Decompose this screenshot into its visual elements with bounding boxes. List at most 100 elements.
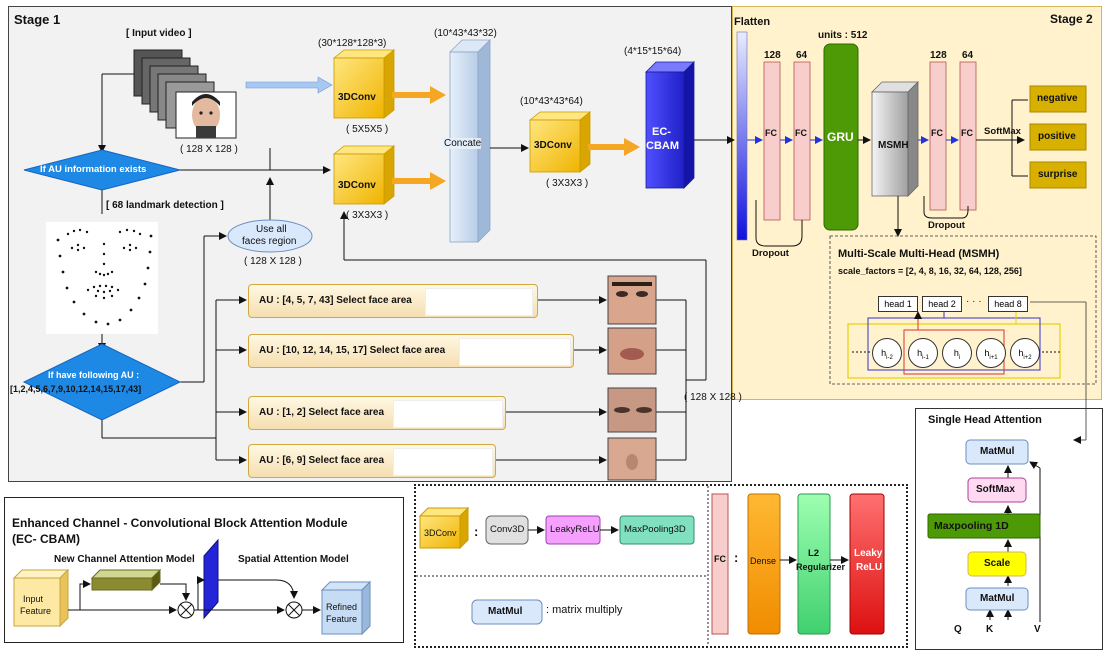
conv-mid-label: 3DConv	[534, 140, 572, 151]
node-1-base: h	[881, 348, 887, 358]
decision2-line2: [1,2,4,5,6,7,9,10,12,14,15,17,43]	[10, 384, 142, 394]
input-video-label: [ Input video ]	[126, 28, 192, 39]
ecbam-channel-label: New Channel Attention Model	[54, 554, 195, 565]
conv-mid-block	[528, 111, 592, 173]
ecbam-input-1: Input	[23, 594, 44, 604]
au-row-1-landmarks	[425, 288, 533, 316]
legend-dense: Dense	[750, 556, 777, 566]
node-h-i-plus-2: hi+2	[1010, 338, 1040, 368]
head-1-label: head 1	[884, 299, 912, 309]
au-row-4: AU : [6, 9] Select face area	[248, 444, 496, 478]
node-h-i-plus-1: hi+1	[976, 338, 1006, 368]
node-2-base: h	[917, 348, 923, 358]
input-video-frames	[133, 49, 237, 139]
sha-blocks	[927, 439, 1041, 611]
head-2-label: head 2	[928, 299, 956, 309]
landmark-label: [ 68 landmark detection ]	[106, 200, 224, 211]
sha-title: Single Head Attention	[928, 414, 1042, 426]
fc4-label: FC	[961, 128, 973, 138]
legend-colon-2: :	[734, 550, 739, 565]
msmh-scale: scale_factors = [2, 4, 8, 16, 32, 64, 12…	[838, 266, 1022, 276]
ecbam-block	[645, 61, 695, 189]
au-row-4-landmarks	[393, 448, 493, 476]
legend-leaky2-1: Leaky	[854, 548, 883, 559]
sha-k: K	[986, 624, 994, 635]
conv-top-label: 3DConv	[338, 92, 376, 103]
use-all-ellipse	[227, 219, 313, 253]
fc1-bar	[763, 61, 781, 221]
flatten-bar	[736, 31, 748, 241]
ecbam-input-2: Feature	[20, 606, 52, 616]
legend-leaky: LeakyReLU	[550, 524, 600, 535]
gru-units: units : 512	[818, 30, 868, 41]
legend-fc: FC	[714, 554, 726, 564]
sha-matmul-bottom: MatMul	[980, 593, 1015, 604]
conv-bottom-kernel: ( 3X3X3 )	[346, 210, 389, 221]
conv-mid-kernel: ( 3X3X3 )	[546, 178, 589, 189]
face-crops	[607, 275, 657, 481]
concat-dims: (10*43*43*32)	[434, 28, 497, 39]
ecbam-line2: CBAM	[646, 140, 679, 152]
legend-conv3d: Conv3D	[490, 524, 525, 535]
node-2-sub: i-1	[922, 354, 929, 361]
dropout-1: Dropout	[752, 248, 789, 259]
node-h-i: hi	[942, 338, 972, 368]
fc3-bar	[929, 61, 947, 211]
conv-top-block	[332, 49, 396, 119]
conv-bottom-block	[332, 145, 396, 205]
fc1-label: FC	[765, 128, 777, 138]
input-size-label: ( 128 X 128 )	[180, 144, 238, 155]
node-4-base: h	[984, 348, 990, 358]
conv-top-dims: (30*128*128*3)	[318, 38, 387, 49]
ecbam-output-2: Feature	[326, 614, 358, 624]
head-8-label: head 8	[994, 299, 1022, 309]
use-all-size: ( 128 X 128 )	[244, 256, 302, 267]
node-5-base: h	[1018, 348, 1024, 358]
node-h-i-minus-1: hi-1	[908, 338, 938, 368]
use-all-line1: Use all	[256, 224, 287, 235]
ecbam-line1: EC-	[652, 126, 671, 138]
legend-l2-2: Regularizer	[796, 562, 846, 572]
legend-l2-1: L2	[808, 548, 820, 559]
node-3-base: h	[953, 348, 959, 358]
sha-matmul-top: MatMul	[980, 446, 1015, 457]
au-row-1: AU : [4, 5, 7, 43] Select face area	[248, 284, 538, 318]
legend-pool: MaxPooling3D	[624, 524, 686, 535]
conv-bottom-label: 3DConv	[338, 180, 376, 191]
fc4-units: 64	[962, 50, 974, 61]
class-negative: negative	[1037, 93, 1078, 104]
au-row-2-label: AU : [10, 12, 14, 15, 17] Select face ar…	[259, 345, 446, 356]
au-row-4-label: AU : [6, 9] Select face area	[259, 455, 385, 466]
fc3-units: 128	[930, 50, 947, 61]
class-boxes	[1029, 85, 1087, 189]
fc1-units: 128	[764, 50, 781, 61]
conv-top-kernel: ( 5X5X5 )	[346, 124, 389, 135]
sha-maxpool: Maxpooling 1D	[934, 520, 1009, 532]
stage2-title: Stage 2	[1050, 12, 1093, 26]
heads-ellipsis: · · ·	[966, 296, 982, 307]
legend-panel	[414, 484, 908, 648]
fc2-label: FC	[795, 128, 807, 138]
msmh-panel	[829, 235, 1097, 385]
legend-leaky2-2: ReLU	[856, 562, 883, 573]
head-8: head 8	[988, 296, 1028, 312]
decision-au-exists	[23, 149, 181, 191]
ecbam-spatial-label: Spatial Attention Model	[238, 554, 349, 565]
fc2-bar	[793, 61, 811, 221]
fc3-label: FC	[931, 128, 943, 138]
head-1: head 1	[878, 296, 918, 312]
sha-softmax: SoftMax	[976, 484, 1015, 495]
ecbam-output-1: Refined	[326, 602, 358, 612]
legend-conv-chain	[416, 486, 885, 646]
concat-label: Concate	[444, 138, 482, 149]
fc2-units: 64	[796, 50, 808, 61]
dropout-2: Dropout	[928, 220, 965, 231]
au-row-2: AU : [10, 12, 14, 15, 17] Select face ar…	[248, 334, 574, 368]
node-1-sub: i-2	[886, 354, 893, 361]
stage1-title: Stage 1	[14, 12, 61, 27]
msmh-title: Multi-Scale Multi-Head (MSMH)	[838, 248, 1000, 260]
ecbam-legend-title2: (EC- CBAM)	[12, 532, 80, 546]
ecbam-legend-shapes	[12, 538, 372, 636]
